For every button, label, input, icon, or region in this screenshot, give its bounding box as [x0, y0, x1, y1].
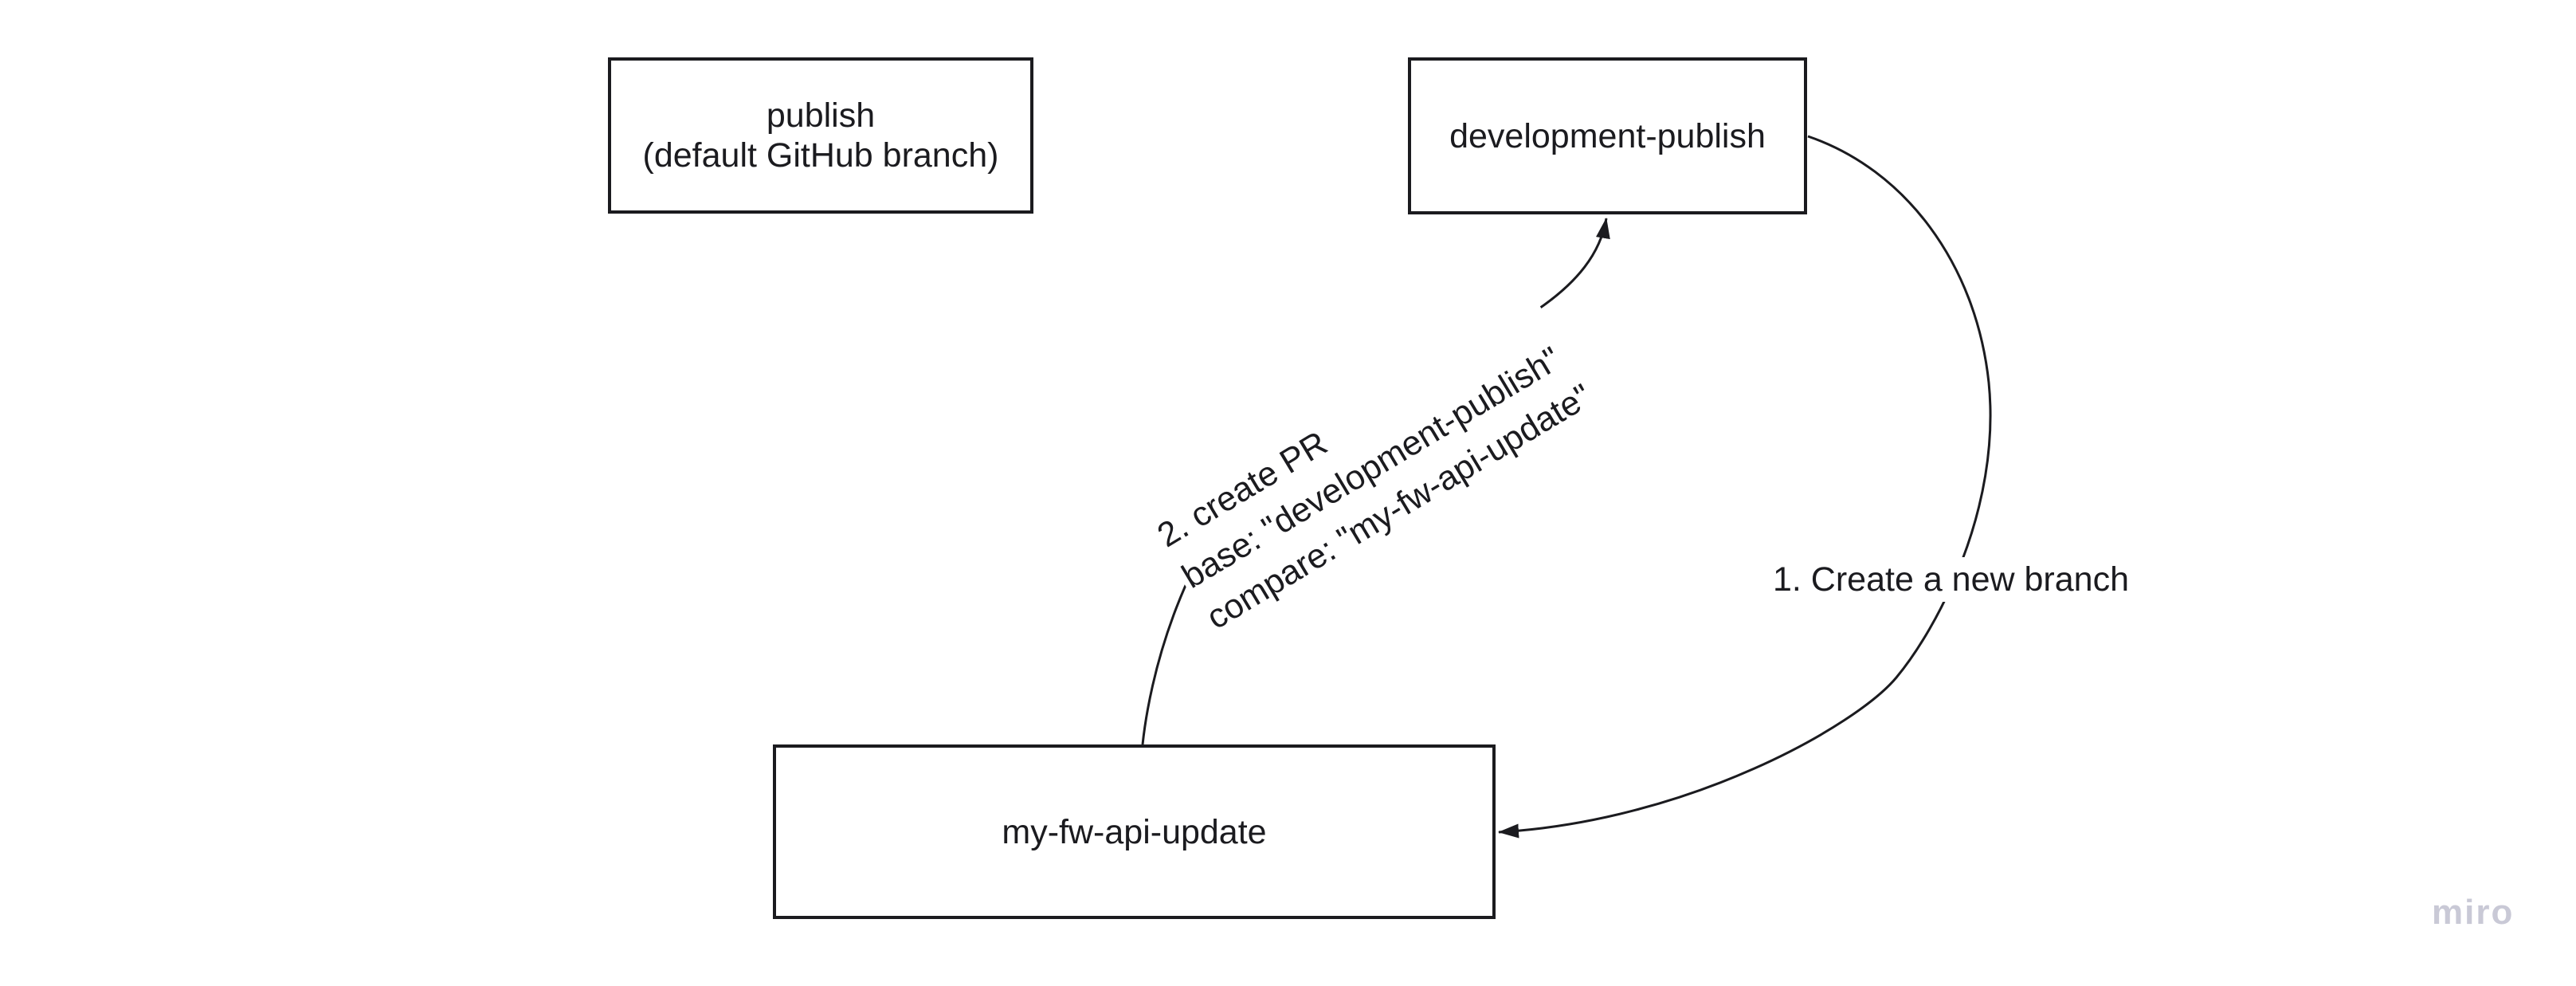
shape-development-publish-label: development-publish — [1449, 116, 1766, 155]
shape-development-publish[interactable]: development-publish — [1408, 57, 1807, 214]
shape-my-fw-api-update[interactable]: my-fw-api-update — [773, 744, 1496, 919]
shape-publish-label-line2: (default GitHub branch) — [642, 136, 999, 175]
connector-label-create-branch[interactable]: 1. Create a new branch — [1766, 557, 2135, 602]
connector-create-branch-line[interactable] — [1498, 135, 1992, 839]
shape-my-fw-api-update-label: my-fw-api-update — [1002, 812, 1267, 851]
shape-publish[interactable]: publish (default GitHub branch) — [608, 57, 1033, 214]
miro-logo-watermark: miro — [2432, 893, 2515, 932]
shape-publish-label-line1: publish — [766, 96, 876, 135]
